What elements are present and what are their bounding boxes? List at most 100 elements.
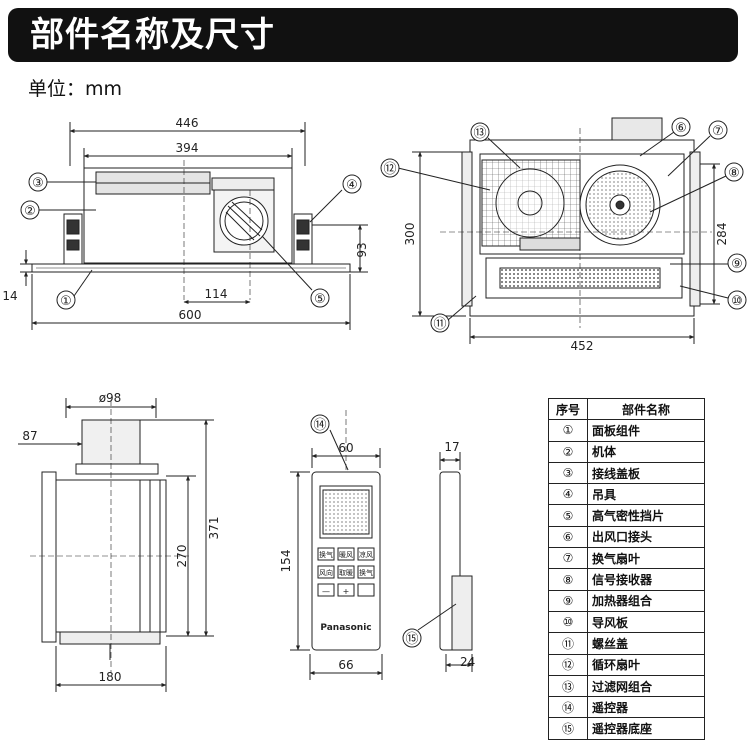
dim-284: 284: [715, 223, 729, 246]
dim-87: 87: [22, 429, 37, 443]
row-num: ⑥: [548, 525, 588, 549]
dim-24: 24: [460, 655, 475, 669]
remote-btn-3: 凉风: [359, 550, 373, 559]
callout-12: ⑫: [383, 162, 396, 177]
row-num: ⑩: [548, 610, 588, 634]
row-num: ③: [548, 461, 588, 485]
side-view: [18, 398, 214, 692]
row-name: 面板组件: [587, 419, 705, 442]
row-num: ⑤: [548, 504, 588, 527]
callout-4: ④: [346, 178, 358, 193]
callout-1: ①: [60, 294, 72, 309]
row-num: ⑪: [548, 632, 588, 655]
remote-btn-plus: +: [343, 587, 350, 596]
callout-10: ⑩: [731, 294, 743, 309]
table-header-row: 序号 部件名称: [548, 397, 705, 421]
remote-btn-1: 换气: [319, 550, 333, 559]
callout-14: ⑭: [313, 418, 326, 433]
row-num: ⑨: [548, 589, 588, 612]
callout-7: ⑦: [712, 124, 724, 139]
row-name: 换气扇叶: [587, 547, 705, 570]
dim-60: 60: [338, 441, 353, 455]
callout-3: ③: [32, 176, 44, 191]
dim-371: 371: [207, 517, 221, 540]
callout-2: ②: [24, 204, 36, 219]
title-bar: 部件名称及尺寸: [8, 8, 738, 62]
dim-154: 154: [279, 550, 293, 573]
row-num: ⑭: [548, 696, 588, 719]
dim-300: 300: [403, 223, 417, 246]
remote-btn-5: 取暖: [339, 569, 353, 577]
row-num: ④: [548, 483, 588, 506]
row-num: ⑦: [548, 547, 588, 570]
remote-front-labels: ⑭ 60 154 66 Panasonic 换气 暖风 凉风 风向 取暖 换气 …: [279, 418, 373, 672]
dim-14: 14: [2, 289, 17, 303]
row-name: 遥控器底座: [587, 717, 705, 740]
row-num: ①: [548, 419, 588, 442]
callout-5: ⑤: [314, 292, 326, 307]
table-header-name: 部件名称: [587, 397, 705, 421]
unit-label: 单位：mm: [28, 78, 123, 100]
remote-brand: Panasonic: [320, 623, 371, 633]
page-title: 部件名称及尺寸: [30, 15, 275, 55]
row-num: ⑫: [548, 653, 588, 676]
dim-114: 114: [205, 287, 228, 301]
row-name: 信号接收器: [587, 568, 705, 591]
row-name: 机体: [587, 440, 705, 463]
row-name: 遥控器: [587, 696, 705, 719]
remote-side-labels: 17 24 ⑮: [405, 440, 475, 669]
row-name: 吊具: [587, 483, 705, 506]
front-view: [20, 122, 368, 330]
dim-446: 446: [176, 116, 199, 130]
top-view: [380, 117, 747, 344]
callout-8: ⑧: [728, 166, 740, 181]
dim-394: 394: [176, 141, 199, 155]
row-name: 接线盖板: [587, 461, 705, 485]
remote-btn-minus: —: [322, 587, 330, 596]
dim-93: 93: [355, 242, 369, 257]
row-num: ⑮: [548, 717, 588, 740]
side-view-labels: ø98 87 371 270 180: [22, 391, 221, 684]
callout-13: ⑬: [473, 126, 486, 141]
row-name: 过滤网组合: [587, 674, 705, 698]
dim-66: 66: [338, 658, 353, 672]
row-name: 加热器组合: [587, 589, 705, 612]
remote-btn-2: 暖风: [339, 551, 353, 559]
front-view-labels: 446 394 93 14 114 600 ③ ② ① ④ ⑤: [2, 116, 369, 322]
dim-600: 600: [179, 308, 202, 322]
remote-btn-4: 风向: [319, 568, 333, 577]
row-num: ⑬: [548, 674, 588, 698]
dim-98: ø98: [99, 391, 122, 405]
dim-180: 180: [99, 670, 122, 684]
callout-9: ⑨: [731, 257, 743, 272]
callout-6: ⑥: [675, 121, 687, 136]
row-name: 出风口接头: [587, 525, 705, 549]
callout-15: ⑮: [405, 632, 418, 647]
callout-11: ⑪: [433, 317, 446, 332]
remote-front: [290, 410, 383, 680]
remote-side: [402, 452, 473, 672]
row-num: ⑧: [548, 568, 588, 591]
row-name: 高气密性挡片: [587, 504, 705, 527]
table-header-num: 序号: [548, 397, 588, 421]
row-num: ②: [548, 440, 588, 463]
dim-17: 17: [444, 440, 459, 454]
row-name: 导风板: [587, 610, 705, 634]
